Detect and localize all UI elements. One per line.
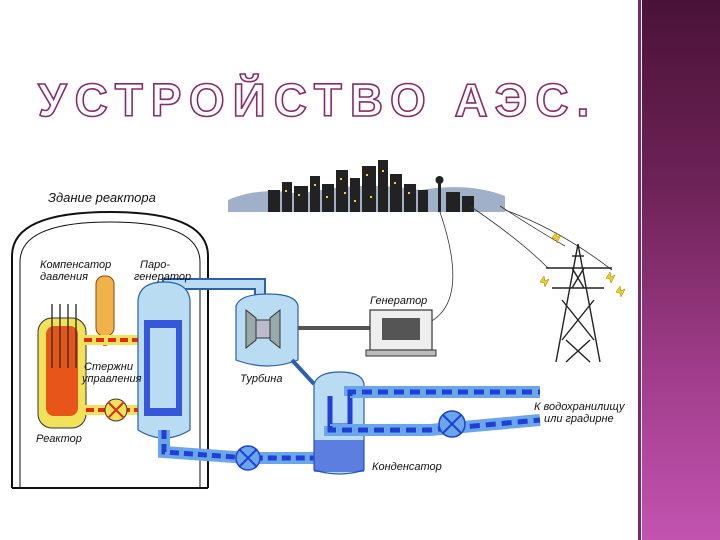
sidebar-divider (638, 0, 641, 540)
power-tower-icon (546, 243, 612, 363)
label-pressurizer-2: давления (40, 271, 88, 283)
label-pressurizer-1: Компенсатор (40, 259, 111, 271)
label-steam-generator-2: генератор (134, 271, 191, 283)
city-skyline-icon (228, 160, 505, 212)
reactor-building (11, 210, 209, 488)
condenser-icon (313, 371, 365, 475)
reactor-vessel (37, 304, 87, 429)
decorative-sidebar (642, 0, 720, 540)
power-lines (429, 205, 613, 323)
label-control-rods-2: управления (81, 373, 142, 385)
steam-generator (137, 281, 191, 439)
label-generator: Генератор (370, 295, 427, 307)
npp-diagram: Здание реактора Компенсатор давления Пар… (11, 160, 626, 489)
label-outlet-2: или градирне (544, 413, 614, 425)
generator-icon (365, 309, 437, 357)
label-condenser: Конденсатор (372, 461, 442, 473)
turbine-icon (235, 293, 299, 367)
lightning-icon (539, 231, 626, 298)
label-reactor-building: Здание реактора (48, 190, 156, 205)
label-control-rods-1: Стержни (84, 361, 133, 373)
label-steam-generator-1: Паро- (140, 259, 170, 271)
slide-title: УСТРОЙСТВО АЭС. (37, 73, 598, 127)
label-turbine: Турбина (240, 373, 282, 385)
label-outlet-1: К водохранилищу (534, 401, 626, 413)
label-reactor: Реактор (36, 433, 82, 445)
